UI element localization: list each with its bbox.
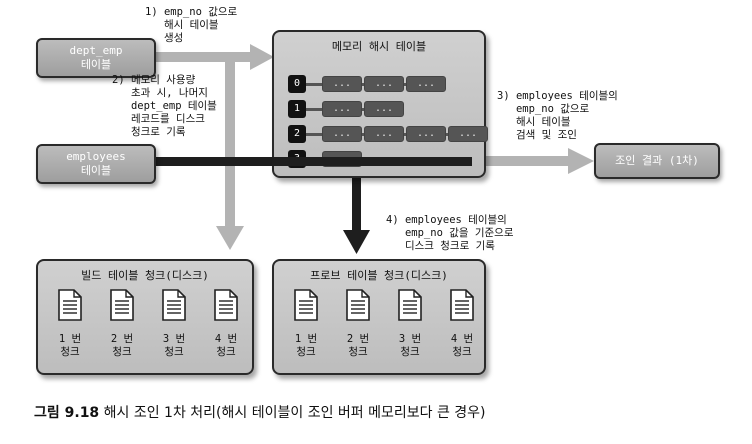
chunk-number: 3 번: [162, 333, 186, 345]
dept-emp-sublabel: 테이블: [80, 58, 112, 71]
hash-row-index: 0: [288, 75, 306, 93]
hash-bucket-cell: ...: [322, 126, 362, 142]
probe-chunks-title: 프로브 테이블 청크(디스크): [310, 269, 448, 282]
document-icon: [390, 289, 430, 325]
arrow-build-to-disk-head: [216, 226, 244, 250]
arrow-probe-to-disk-head: [343, 230, 370, 254]
step3-note: 3) employees 테이블의 emp_no 값으로 해시 테이블 검색 및…: [497, 90, 618, 141]
figure-caption: 그림 9.18 해시 조인 1차 처리(해시 테이블이 조인 버퍼 메모리보다 …: [34, 402, 486, 422]
step1-note: 1) emp_no 값으로 해시 테이블 생성: [145, 6, 238, 44]
hash-row-index: 2: [288, 125, 306, 143]
hash-bucket-cell: ...: [406, 76, 446, 92]
hash-bucket-cell: ...: [364, 101, 404, 117]
document-icon: [154, 289, 194, 325]
chunk-number: 1 번: [58, 333, 82, 345]
chunk-word: 청크: [60, 346, 80, 358]
hash-bucket-cell: ...: [364, 76, 404, 92]
chunk-number: 2 번: [346, 333, 370, 345]
chunk-number: 3 번: [398, 333, 422, 345]
arrow-build-to-hash-shaft: [156, 52, 252, 62]
hash-bucket-cell: ...: [322, 76, 362, 92]
employees-table-box: employees 테이블: [36, 144, 156, 184]
dept-emp-label: dept_emp: [69, 44, 123, 57]
chunk-word: 청크: [452, 346, 472, 358]
employees-label: employees: [66, 150, 126, 163]
document-icon: [286, 289, 326, 325]
arrow-build-to-hash: [156, 48, 272, 66]
document-icon: [338, 289, 378, 325]
hash-bucket-cell: ...: [406, 126, 446, 142]
step2-note: 2) 메모리 사용량 초과 시, 나머지 dept_emp 테이블 레코드를 디…: [112, 74, 217, 138]
figure-number: 그림 9.18: [34, 405, 100, 421]
chunk-word: 청크: [112, 346, 132, 358]
document-icon: [206, 289, 246, 325]
build-chunks-title: 빌드 테이블 청크(디스크): [81, 269, 209, 282]
figure-caption-text: 해시 조인 1차 처리(해시 테이블이 조인 버퍼 메모리보다 큰 경우): [103, 405, 486, 421]
memory-hash-table: 메모리 해시 테이블 0......... 1...... 2...........…: [272, 30, 488, 178]
hash-row-index: 3: [288, 150, 306, 168]
hash-bucket-cell: ...: [364, 126, 404, 142]
step4-note: 4) employees 테이블의 emp_no 값을 기준으로 디스크 청크로…: [386, 214, 514, 252]
chunk-word: 청크: [400, 346, 420, 358]
chunk-number: 2 번: [110, 333, 134, 345]
chunk-word: 청크: [216, 346, 236, 358]
chunk-number: 4 번: [214, 333, 238, 345]
arrow-join-head: [568, 148, 594, 174]
memory-hash-table-title: 메모리 해시 테이블: [331, 40, 427, 53]
employees-sublabel: 테이블: [80, 164, 112, 177]
arrow-build-to-hash-head: [250, 44, 274, 70]
chunk-number: 1 번: [294, 333, 318, 345]
document-icon: [442, 289, 482, 325]
chunk-word: 청크: [296, 346, 316, 358]
hash-bucket-cell: ...: [448, 126, 488, 142]
document-icon: [50, 289, 90, 325]
hash-bucket-cell: ...: [322, 151, 362, 167]
join-result-box: 조인 결과 (1차): [594, 143, 720, 179]
chunk-number: 4 번: [450, 333, 474, 345]
chunk-word: 청크: [348, 346, 368, 358]
hash-bucket-cell: ...: [322, 101, 362, 117]
arrow-build-to-disk-shaft: [225, 58, 235, 228]
join-result-label: 조인 결과 (1차): [615, 154, 699, 167]
dept-emp-table-box: dept_emp 테이블: [36, 38, 156, 78]
hash-row-index: 1: [288, 100, 306, 118]
arrow-join-shaft: [484, 156, 570, 166]
document-icon: [102, 289, 142, 325]
chunk-word: 청크: [164, 346, 184, 358]
